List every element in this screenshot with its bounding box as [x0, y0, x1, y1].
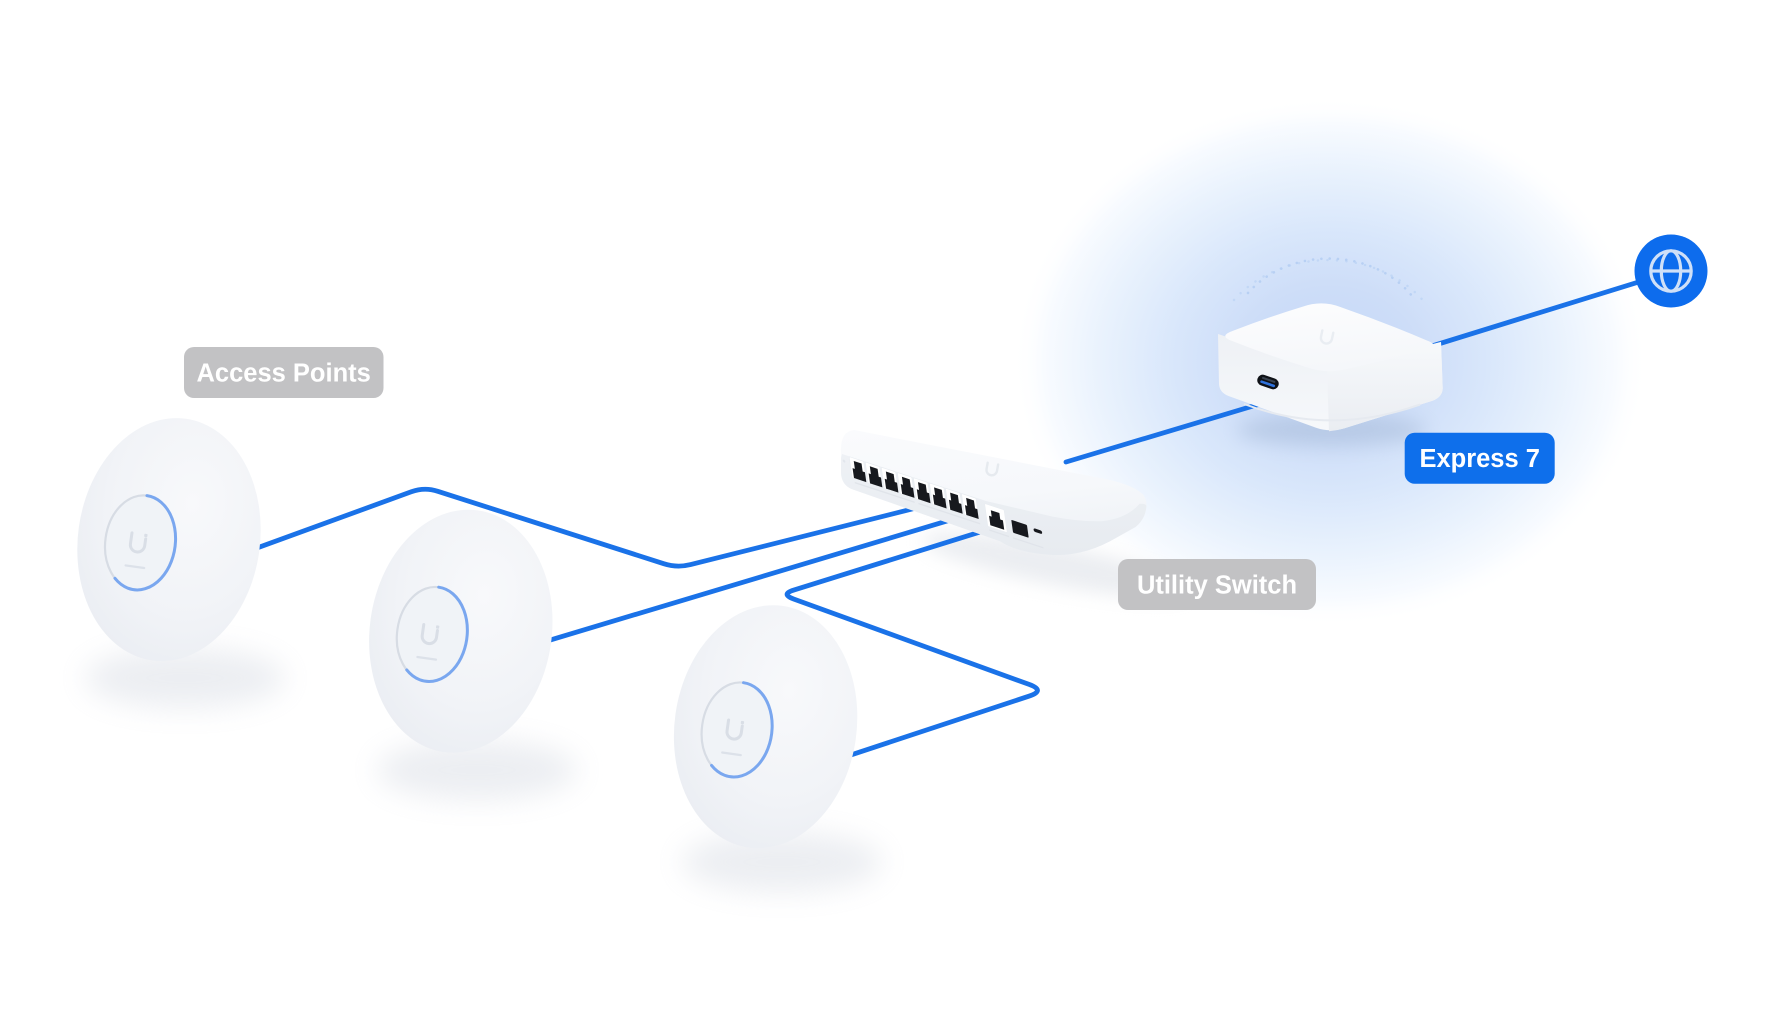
svg-text:Express 7: Express 7: [1419, 445, 1540, 473]
svg-text:Access Points: Access Points: [197, 360, 371, 388]
svg-text:Utility Switch: Utility Switch: [1137, 572, 1297, 600]
